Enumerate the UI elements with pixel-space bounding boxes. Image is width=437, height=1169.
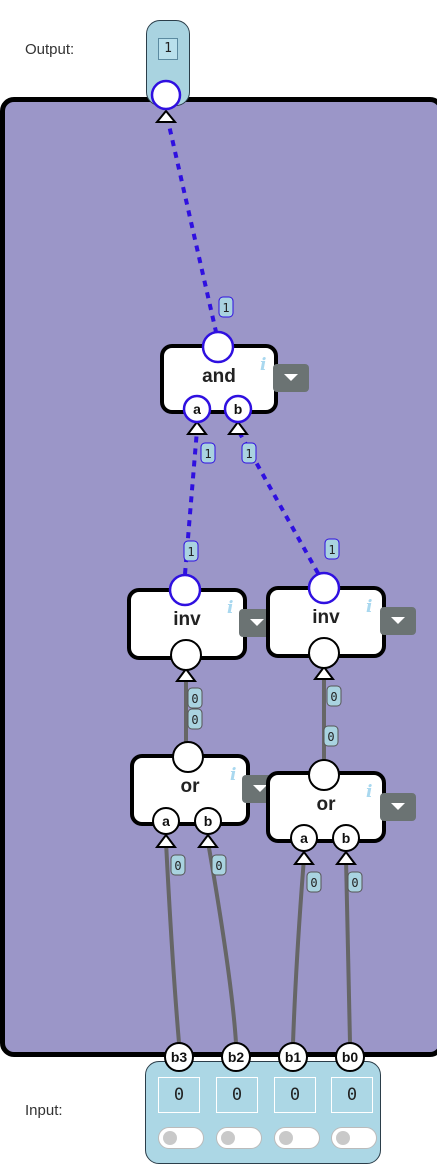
input-pin-b0: [335, 1042, 365, 1072]
and-menu-button[interactable]: [273, 364, 309, 392]
wire-b1-to-or-right-a: [291, 857, 306, 1044]
and-out-pin: [201, 330, 235, 364]
input-b2-label: b2: [228, 1049, 245, 1065]
tag-and-a-in: 1: [204, 447, 211, 461]
input-toggle-b1[interactable]: [274, 1127, 320, 1149]
inv-left-label: inv: [173, 609, 201, 630]
input-value-b3: 0: [158, 1077, 200, 1113]
tag-and-b-in: 1: [245, 447, 252, 461]
wire-and-to-output: [164, 111, 221, 346]
inv-left-out-pin: [168, 573, 202, 607]
input-b3-label: b3: [171, 1049, 188, 1065]
or-right-out-pin: [308, 759, 340, 791]
input-b1-label: b1: [285, 1049, 302, 1065]
or-left-b-in-arrow: [197, 833, 219, 848]
tag-and-to-output: 1: [222, 301, 229, 315]
input-b0-label: b0: [342, 1049, 359, 1065]
or-left-label: or: [180, 776, 200, 797]
wire-b0-to-or-right-b: [344, 857, 352, 1044]
input-pin-b1: [278, 1042, 308, 1072]
input-toggle-b2[interactable]: [216, 1127, 262, 1149]
tag-inv-right-in-top: 0: [330, 690, 337, 704]
and-pin-b-label: b: [234, 401, 243, 417]
or-right-a-pin: [290, 824, 318, 852]
input-label: Input:: [25, 1102, 63, 1119]
and-b-pin: [223, 394, 253, 424]
input-value-b2: 0: [216, 1077, 258, 1113]
toggle-knob: [163, 1131, 177, 1145]
output-in-arrow: [154, 109, 178, 123]
or-left-a-pin: [152, 807, 180, 835]
input-value-b1: 0: [274, 1077, 316, 1113]
inv-right-in-pin: [308, 637, 340, 669]
inv-right-menu-button[interactable]: [380, 607, 416, 635]
or-right-pin-b-label: b: [342, 830, 351, 846]
toggle-knob: [279, 1131, 293, 1145]
or-right-label: or: [316, 794, 336, 815]
and-a-in-arrow: [186, 420, 208, 435]
or-right-b-pin: [332, 824, 360, 852]
and-pin-a-label: a: [193, 401, 201, 417]
inv-right-info-icon[interactable]: i: [366, 597, 373, 617]
inv-left-in-arrow: [175, 667, 197, 682]
tag-or-left-a-in: 0: [174, 859, 181, 873]
output-label: Output:: [25, 41, 75, 58]
and-b-in-arrow: [227, 420, 249, 435]
or-right-a-in-arrow: [293, 850, 315, 865]
or-left-b-pin: [194, 807, 222, 835]
or-left-out-pin: [172, 741, 204, 773]
output-pin: [150, 79, 182, 111]
input-pin-b2: [221, 1042, 251, 1072]
and-gate-label: and: [202, 366, 236, 387]
tag-inv-right-out: 1: [328, 543, 335, 557]
and-info-icon[interactable]: i: [260, 355, 267, 375]
toggle-knob: [221, 1131, 235, 1145]
or-left-pin-b-label: b: [204, 813, 213, 829]
or-right-menu-button[interactable]: [380, 793, 416, 821]
tag-or-right-b-in: 0: [351, 876, 358, 890]
input-toggle-b0[interactable]: [331, 1127, 377, 1149]
inv-right-out-pin: [307, 571, 341, 605]
input-value-b0: 0: [331, 1077, 373, 1113]
inv-left-info-icon[interactable]: i: [227, 598, 234, 618]
tag-inv-left-in-bottom: 0: [191, 713, 198, 727]
or-right-info-icon[interactable]: i: [366, 782, 373, 802]
and-a-pin: [182, 394, 212, 424]
wire-inv-left-to-and-a: [182, 429, 199, 587]
inv-right-in-arrow: [313, 665, 335, 680]
inv-left-in-pin: [170, 639, 202, 671]
output-value: 1: [158, 38, 178, 60]
inv-right-label: inv: [312, 607, 340, 628]
tag-inv-right-in-bottom: 0: [327, 730, 334, 744]
input-pin-b3: [164, 1042, 194, 1072]
tag-or-right-a-in: 0: [310, 876, 317, 890]
or-left-a-in-arrow: [155, 833, 177, 848]
tag-or-left-b-in: 0: [215, 859, 222, 873]
tag-inv-left-out: 1: [187, 545, 194, 559]
wire-b3-to-or-left-a: [164, 841, 181, 1044]
input-toggle-b3[interactable]: [158, 1127, 204, 1149]
or-right-pin-a-label: a: [300, 830, 308, 846]
or-left-info-icon[interactable]: i: [230, 765, 237, 785]
or-right-b-in-arrow: [335, 850, 357, 865]
tag-inv-left-in-top: 0: [191, 692, 198, 706]
or-left-pin-a-label: a: [162, 813, 170, 829]
toggle-knob: [336, 1131, 350, 1145]
